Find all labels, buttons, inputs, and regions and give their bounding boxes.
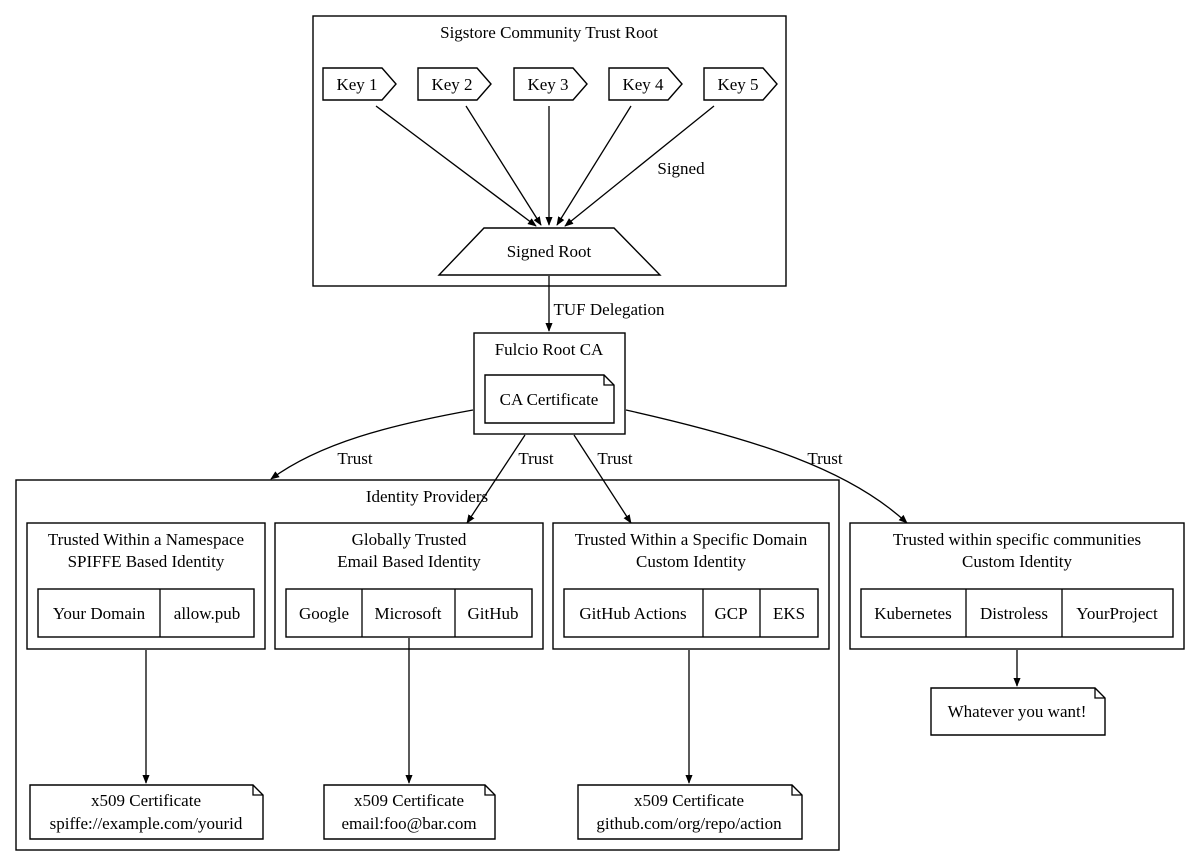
namespace-cell-allow-pub: allow.pub: [174, 604, 240, 623]
key-3: Key 3: [513, 67, 588, 101]
global-cert-line1: x509 Certificate: [354, 791, 464, 810]
key-5: Key 5: [703, 67, 778, 101]
global-cell-microsoft: Microsoft: [374, 604, 441, 623]
global-cell-github: GitHub: [468, 604, 519, 623]
communities-line2: Custom Identity: [962, 552, 1073, 571]
fulcio-cluster: Fulcio Root CA CA Certificate: [473, 332, 626, 435]
communities-cell-yourproject: YourProject: [1076, 604, 1158, 623]
fulcio-title: Fulcio Root CA: [495, 340, 604, 359]
global-cert-note: x509 Certificate email:foo@bar.com: [323, 784, 496, 840]
domain-cert-note: x509 Certificate github.com/org/repo/act…: [577, 784, 803, 840]
communities-line1: Trusted within specific communities: [893, 530, 1141, 549]
whatever-note-label: Whatever you want!: [948, 702, 1087, 721]
whatever-note: Whatever you want!: [930, 687, 1106, 736]
domain-line2: Custom Identity: [636, 552, 747, 571]
edge-key5-signed-root: [564, 105, 715, 227]
edge-trust-global: [466, 434, 526, 524]
ca-certificate-note: CA Certificate: [484, 374, 615, 424]
domain-cell-gcp: GCP: [714, 604, 747, 623]
trust-label-communities: Trust: [807, 449, 843, 468]
global-line2: Email Based Identity: [337, 552, 481, 571]
key-4-label: Key 4: [622, 75, 664, 94]
trust-root-title: Sigstore Community Trust Root: [440, 23, 658, 42]
key-2: Key 2: [417, 67, 492, 101]
namespace-line2: SPIFFE Based Identity: [68, 552, 225, 571]
trust-root-cluster: Sigstore Community Trust Root Key 1 Key …: [312, 15, 787, 287]
signed-root-node: Signed Root: [437, 227, 662, 276]
key-4: Key 4: [608, 67, 683, 101]
namespace-cert-note: x509 Certificate spiffe://example.com/yo…: [29, 784, 264, 840]
ca-certificate-label: CA Certificate: [500, 390, 599, 409]
global-node: Globally Trusted Email Based Identity Go…: [274, 522, 544, 650]
trust-label-namespace: Trust: [337, 449, 373, 468]
edge-key2-signed-root: [465, 105, 542, 226]
edge-trust-namespace: [270, 409, 474, 480]
edge-key1-signed-root: [375, 105, 537, 227]
namespace-cell-your-domain: Your Domain: [53, 604, 146, 623]
trust-label-global: Trust: [518, 449, 554, 468]
key-5-label: Key 5: [717, 75, 758, 94]
signed-root-label: Signed Root: [507, 242, 592, 261]
global-cell-google: Google: [299, 604, 349, 623]
key-1: Key 1: [322, 67, 397, 101]
trust-label-domain: Trust: [597, 449, 633, 468]
global-line1: Globally Trusted: [352, 530, 467, 549]
domain-line1: Trusted Within a Specific Domain: [575, 530, 808, 549]
signed-edge-label: Signed: [657, 159, 705, 178]
namespace-cert-line1: x509 Certificate: [91, 791, 201, 810]
domain-node: Trusted Within a Specific Domain Custom …: [552, 522, 830, 650]
namespace-node: Trusted Within a Namespace SPIFFE Based …: [26, 522, 266, 650]
key-3-label: Key 3: [527, 75, 568, 94]
domain-cell-github-actions: GitHub Actions: [579, 604, 686, 623]
namespace-cert-line2: spiffe://example.com/yourid: [50, 814, 243, 833]
namespace-line1: Trusted Within a Namespace: [48, 530, 244, 549]
edge-key4-signed-root: [556, 105, 632, 226]
communities-cell-distroless: Distroless: [980, 604, 1048, 623]
key-1-label: Key 1: [336, 75, 377, 94]
edge-trust-domain: [573, 434, 632, 524]
domain-cell-eks: EKS: [773, 604, 805, 623]
global-cert-line2: email:foo@bar.com: [341, 814, 476, 833]
communities-cell-kubernetes: Kubernetes: [874, 604, 951, 623]
identity-providers-title: Identity Providers: [366, 487, 488, 506]
tuf-delegation-label: TUF Delegation: [554, 300, 665, 319]
edge-trust-communities: [625, 409, 908, 524]
key-2-label: Key 2: [431, 75, 472, 94]
communities-node: Trusted within specific communities Cust…: [849, 522, 1185, 650]
identity-providers-cluster: Identity Providers Trusted Within a Name…: [15, 479, 840, 851]
domain-cert-line1: x509 Certificate: [634, 791, 744, 810]
domain-cert-line2: github.com/org/repo/action: [596, 814, 782, 833]
